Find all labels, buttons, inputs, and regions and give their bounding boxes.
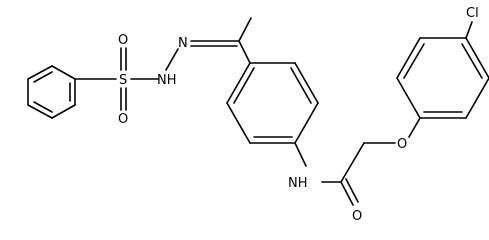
bond <box>396 77 421 119</box>
atom-nh-amide: NH <box>288 176 308 191</box>
atom-s-sulfonyl: S <box>119 73 127 88</box>
atom-o-sulfonyl-top: O <box>118 33 128 48</box>
bond <box>465 37 489 79</box>
bond <box>340 142 365 183</box>
atom-o-sulfonyl-bottom: O <box>118 112 128 127</box>
atom-nh-hydrazone: NH <box>157 73 177 88</box>
atom-cl: Cl <box>466 6 479 21</box>
atom-o-carbonyl: O <box>352 209 362 224</box>
bond-inner <box>403 43 425 79</box>
atom-n-hydrazone: N <box>178 36 188 51</box>
bond <box>294 102 319 144</box>
bond <box>294 62 319 104</box>
bond <box>238 40 251 64</box>
bond <box>340 181 354 206</box>
bond <box>396 37 421 79</box>
bond <box>27 65 53 80</box>
bonds <box>27 17 489 206</box>
bond <box>465 21 473 39</box>
bond <box>226 102 251 144</box>
bond <box>294 142 307 167</box>
bond-inner <box>33 101 53 113</box>
bond <box>165 48 179 71</box>
bond <box>51 65 76 80</box>
bond <box>465 77 489 119</box>
bond-inner <box>461 43 483 79</box>
bond-inner <box>33 71 53 83</box>
bond <box>238 17 252 42</box>
bond <box>27 104 53 119</box>
bond <box>226 62 251 104</box>
bond-inner <box>290 67 312 104</box>
atom-labels: O S O NH N NH O O Cl <box>118 6 479 224</box>
bond-inner <box>233 67 255 104</box>
bond <box>345 178 359 203</box>
atom-o-ether: O <box>397 137 407 152</box>
bond <box>51 104 76 119</box>
structure-diagram: O S O NH N NH O O Cl <box>27 6 489 224</box>
bond <box>408 117 421 138</box>
